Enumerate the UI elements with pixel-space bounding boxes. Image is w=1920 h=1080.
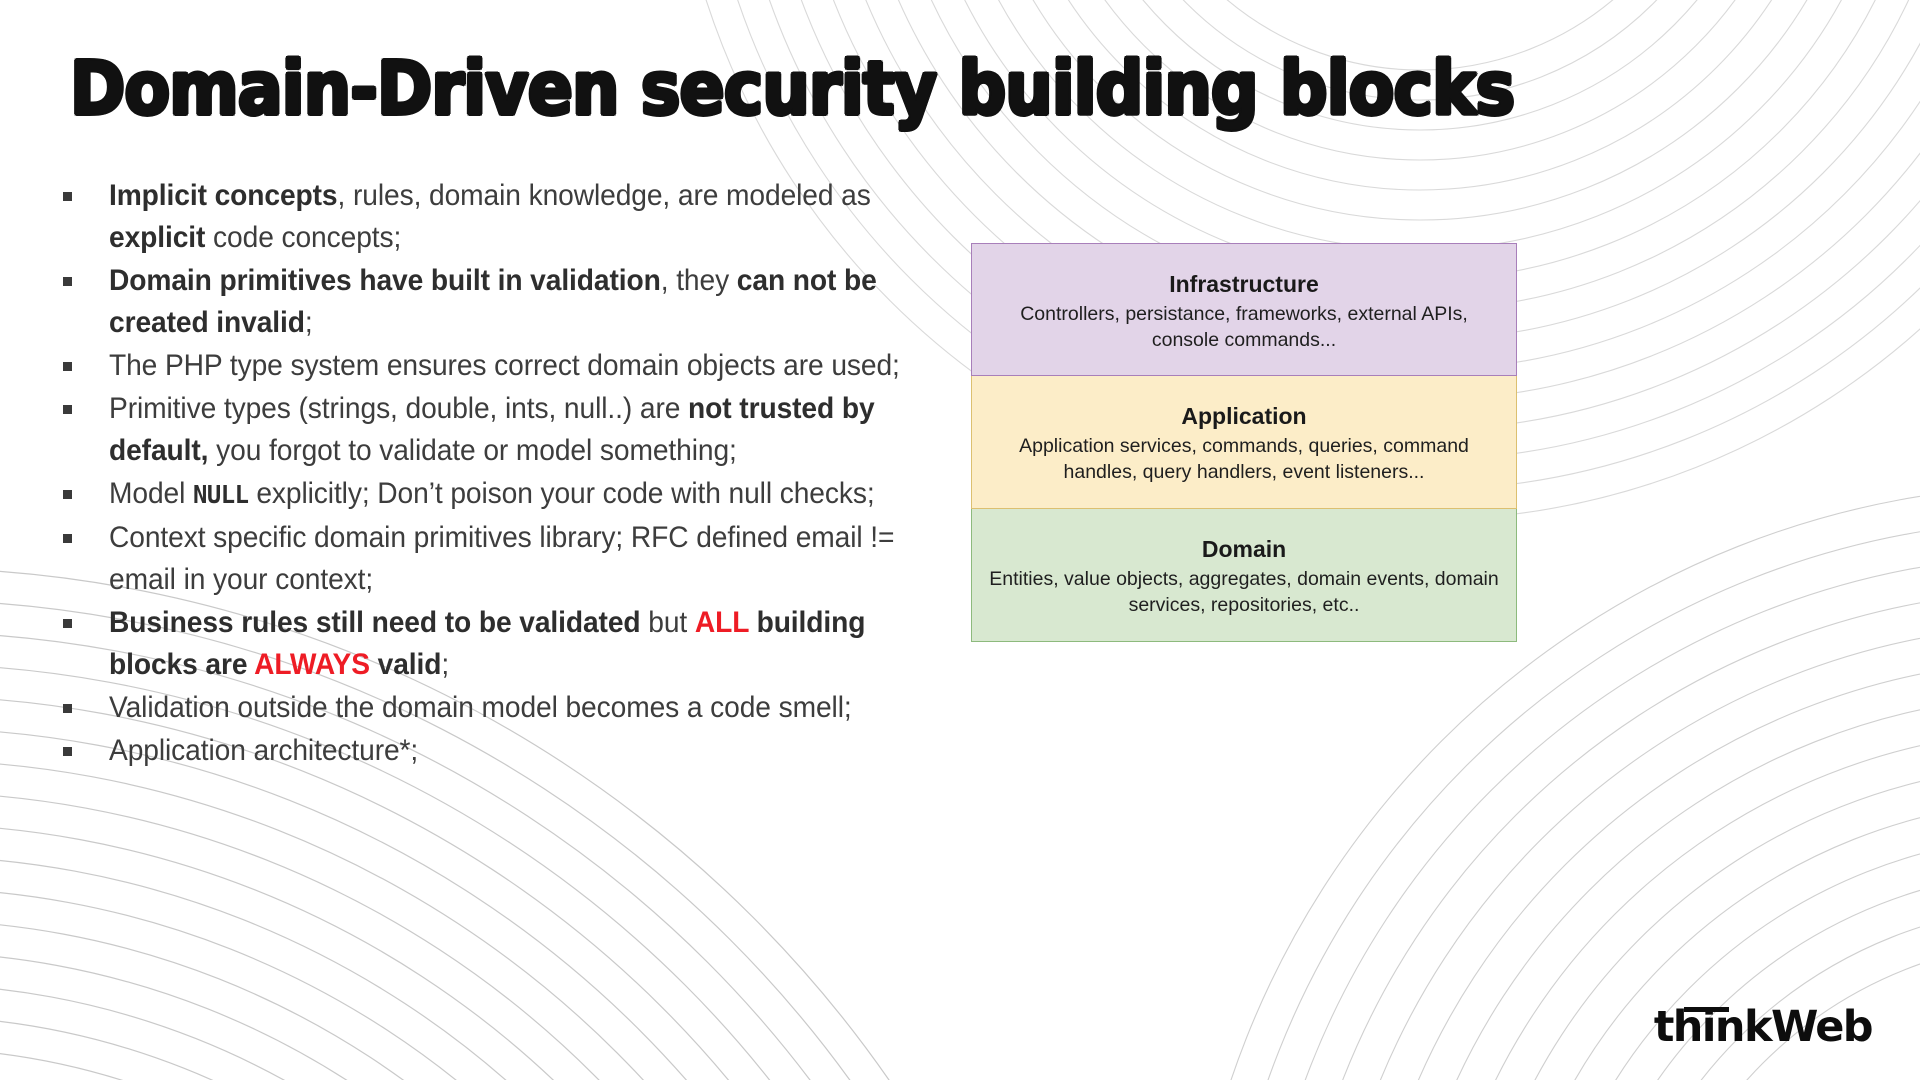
bullet-segment: Primitive types (strings, double, ints, … <box>109 392 689 425</box>
bullet-square-icon <box>63 388 109 414</box>
bullet-item-text: Primitive types (strings, double, ints, … <box>109 388 934 472</box>
bullet-segment: , rules, domain knowledge, are modeled a… <box>337 179 871 212</box>
bullet-square-icon <box>63 175 109 201</box>
bullet-segment: ALL <box>694 606 749 639</box>
bullet-item-implicit-concepts: Implicit concepts, rules, domain knowled… <box>63 175 973 259</box>
bullet-item-model-null-explicitly: Model NULL explicitly; Don’t poison your… <box>63 473 973 516</box>
bullet-square-icon <box>63 260 109 286</box>
bullet-square-icon <box>63 687 109 713</box>
bullet-item-business-rules-always-valid: Business rules still need to be validate… <box>63 602 973 686</box>
bullet-item-text: Business rules still need to be validate… <box>109 602 934 686</box>
layer-title: Application <box>1181 403 1307 429</box>
logo-overbar-icon <box>1683 1007 1729 1012</box>
bullet-segment: you forgot to validate or model somethin… <box>208 434 737 467</box>
bullet-segment: ; <box>441 648 450 681</box>
bullet-segment: ; <box>304 306 313 339</box>
bullet-segment: Validation outside the domain model beco… <box>109 691 852 724</box>
bullet-item-text: Context specific domain primitives libra… <box>109 517 934 601</box>
thinkweb-logo: thinkWeb <box>1654 1002 1874 1052</box>
bullet-segment: NULL <box>192 480 249 509</box>
bullet-segment: explicit <box>109 221 206 254</box>
bullet-segment: Domain primitives have built in validati… <box>109 264 661 297</box>
bullet-segment: The PHP type system ensures correct doma… <box>109 349 900 382</box>
bullet-segment: but <box>640 606 695 639</box>
bullet-segment: Model <box>109 477 193 510</box>
bullet-segment: Implicit concepts <box>109 179 338 212</box>
layer-title: Domain <box>1201 536 1287 562</box>
bullet-segment: valid <box>369 648 442 681</box>
bullet-segment: explicitly; Don’t poison your code with … <box>248 477 875 510</box>
bullet-item-primitive-types-not-trusted: Primitive types (strings, double, ints, … <box>63 388 973 472</box>
bullet-item-text: Implicit concepts, rules, domain knowled… <box>109 175 934 259</box>
bullet-segment: code concepts; <box>205 221 402 254</box>
layer-description: Entities, value objects, aggregates, dom… <box>989 568 1499 616</box>
bullet-list: Implicit concepts, rules, domain knowled… <box>63 175 973 773</box>
slide-title: Domain-Driven security building blocks <box>69 46 1516 132</box>
layer-description: Application services, commands, queries,… <box>1019 435 1469 483</box>
bullet-item-php-type-system: The PHP type system ensures correct doma… <box>63 345 973 387</box>
bullet-item-application-architecture: Application architecture*; <box>63 730 973 772</box>
bullet-item-text: Model NULL explicitly; Don’t poison your… <box>109 473 934 516</box>
bullet-item-text: Application architecture*; <box>109 730 934 772</box>
bullet-segment: Application architecture*; <box>109 734 419 767</box>
bullet-square-icon <box>63 730 109 756</box>
bullet-item-text: Domain primitives have built in validati… <box>109 260 934 344</box>
bullet-item-text: Validation outside the domain model beco… <box>109 687 934 729</box>
layer-description: Controllers, persistance, frameworks, ex… <box>1020 302 1468 351</box>
bullet-segment: Context specific domain primitives libra… <box>109 521 895 596</box>
bullet-square-icon <box>63 473 109 499</box>
bullet-item-domain-primitives-validation: Domain primitives have built in validati… <box>63 260 973 344</box>
bullet-square-icon <box>63 517 109 543</box>
bullet-segment: Business rules still need to be validate… <box>109 606 641 639</box>
bullet-segment: , they <box>660 264 737 297</box>
layer-title: Infrastructure <box>1169 270 1319 297</box>
bullet-item-text: The PHP type system ensures correct doma… <box>109 345 934 387</box>
bullet-square-icon <box>63 602 109 628</box>
bullet-item-context-specific-library: Context specific domain primitives libra… <box>63 517 973 601</box>
bullet-segment: ALWAYS <box>254 648 370 681</box>
bullet-square-icon <box>63 345 109 371</box>
bullet-item-validation-outside-code-smell: Validation outside the domain model beco… <box>63 687 973 729</box>
